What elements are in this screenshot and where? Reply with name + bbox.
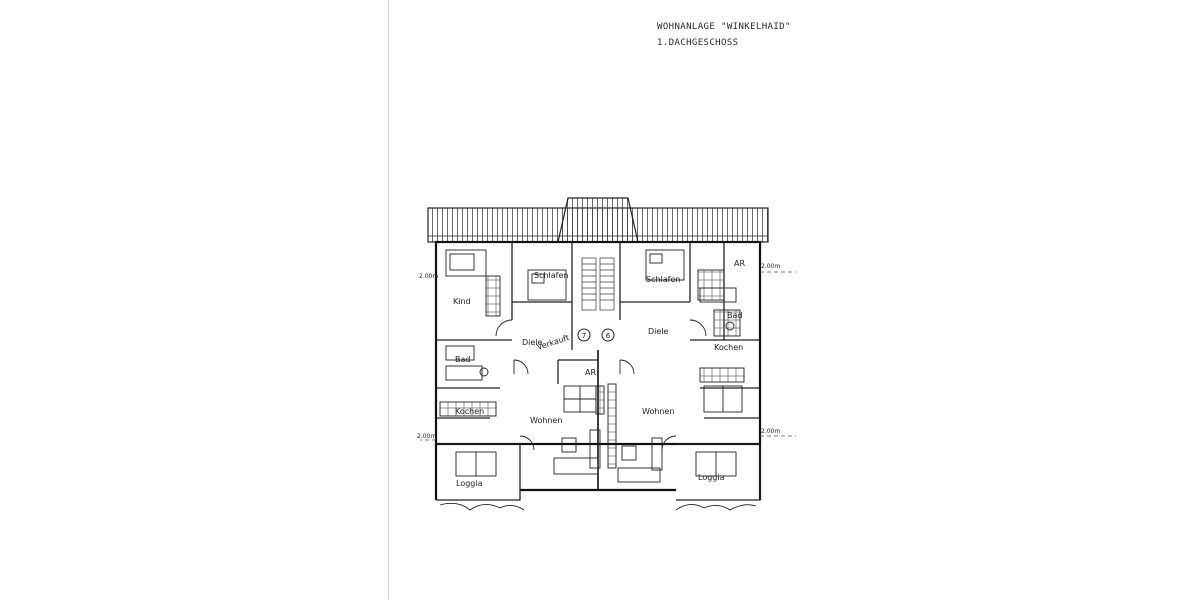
level-left-bottom: 2.00m bbox=[417, 433, 436, 440]
floor-title: 1.DACHGESCHOSS bbox=[657, 38, 739, 48]
label-kind: Kind bbox=[453, 297, 471, 306]
door-swings bbox=[495, 319, 707, 451]
marker-unit-7: 7 bbox=[582, 332, 586, 340]
marker-unit-6: 6 bbox=[606, 332, 611, 340]
label-bad-right: Bad bbox=[727, 311, 742, 320]
label-ar-top: AR bbox=[734, 259, 745, 268]
label-wohnen-right: Wohnen bbox=[642, 407, 674, 416]
furniture-living bbox=[553, 383, 743, 483]
furniture-bedrooms bbox=[445, 249, 725, 317]
label-loggia-left: Loggia bbox=[456, 479, 483, 488]
label-bad-left: Bad bbox=[455, 355, 470, 364]
staircase bbox=[581, 257, 615, 311]
loggias bbox=[436, 443, 761, 511]
room-labels: Kind Schlafen Schlafen AR Bad Bad Diele … bbox=[417, 259, 780, 488]
label-schlafen-left: Schlafen bbox=[534, 271, 568, 280]
project-title: WOHNANLAGE "WINKELHAID" bbox=[657, 22, 791, 32]
label-kochen-right: Kochen bbox=[714, 343, 743, 352]
level-left-top: 2.00m bbox=[419, 273, 438, 280]
level-right-top: 2.00m bbox=[761, 263, 780, 270]
unit-markers bbox=[577, 328, 615, 342]
label-schlafen-right: Schlafen bbox=[646, 275, 680, 284]
label-wohnen-left: Wohnen bbox=[530, 416, 562, 425]
interior-walls bbox=[436, 242, 760, 419]
label-kochen-left: Kochen bbox=[455, 407, 484, 416]
page-edge-line bbox=[388, 0, 389, 600]
level-right-bottom: 2.00m bbox=[761, 428, 780, 435]
label-loggia-right: Loggia bbox=[698, 473, 725, 482]
furniture-wet-rooms bbox=[439, 287, 745, 417]
label-diele-right: Diele bbox=[648, 327, 669, 336]
label-ar-mid: AR bbox=[585, 368, 596, 377]
sold-stamp: Verkauft bbox=[536, 333, 570, 352]
level-lines bbox=[420, 271, 796, 441]
roof-band bbox=[427, 197, 769, 243]
label-diele-left: Diele bbox=[522, 338, 543, 347]
